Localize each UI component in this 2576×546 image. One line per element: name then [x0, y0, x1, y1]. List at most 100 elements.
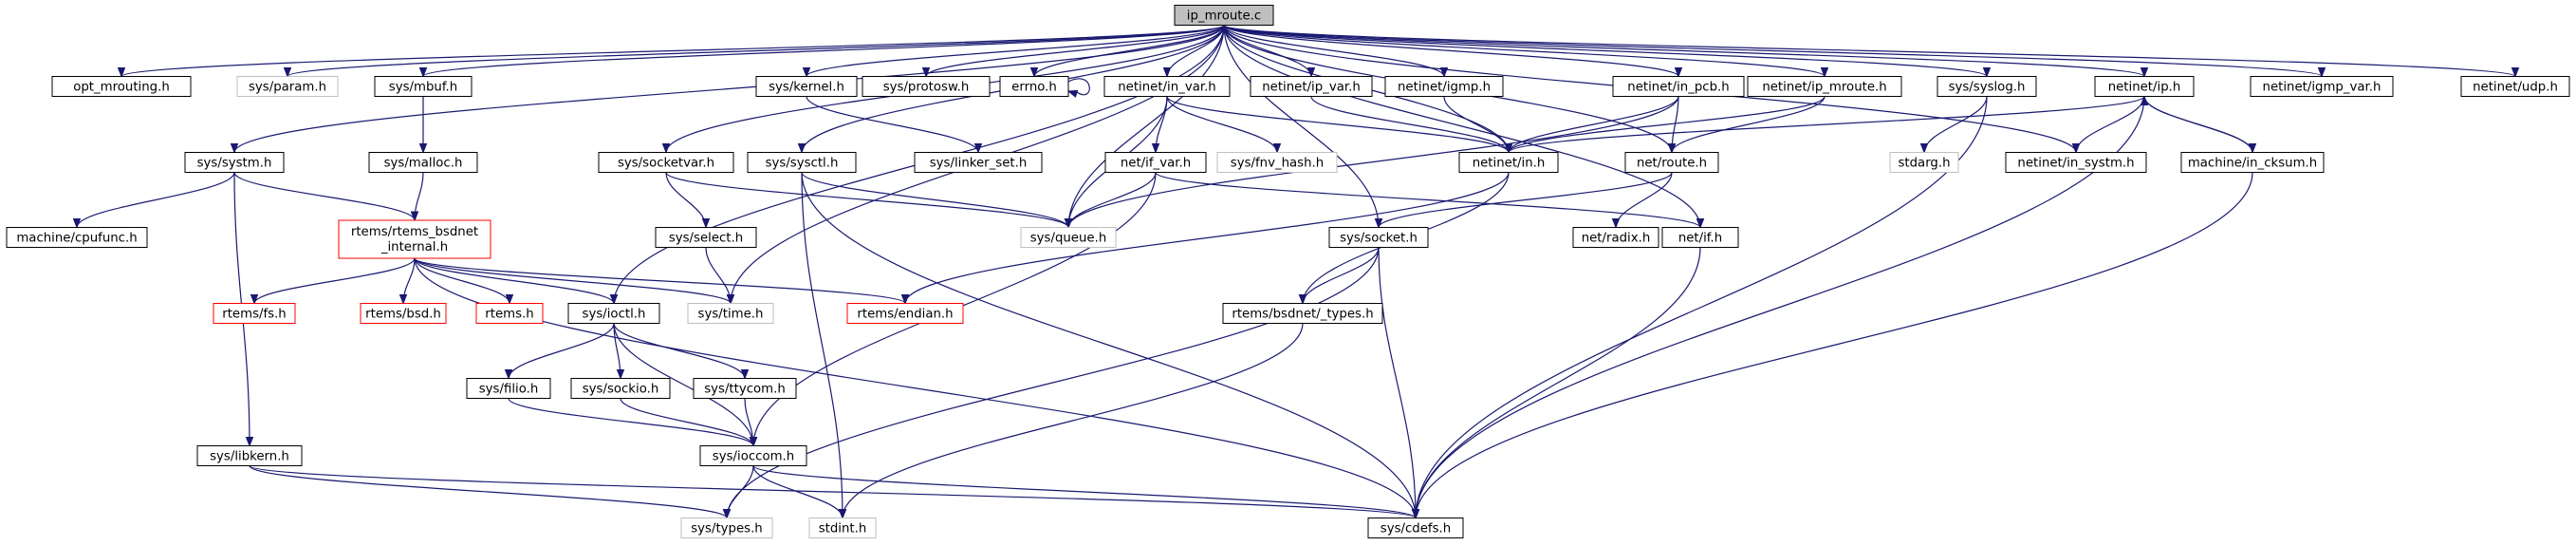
edge-sys_sysctl_h-to-stdint_h — [801, 172, 847, 519]
node-sys-socketvar-h[interactable]: sys/socketvar.h — [598, 152, 734, 173]
edge-rtems_bsdnet_internal_h-to-rtems_fs_h — [250, 257, 416, 305]
edge-netinet_ip_h-to-netinet_in_h — [1504, 95, 2145, 154]
node-sys-libkern-h[interactable]: sys/libkern.h — [196, 445, 303, 466]
edge-netinet_in_var_h-to-net_if_var_h — [1151, 96, 1168, 154]
node-sys-filio-h[interactable]: sys/filio.h — [466, 378, 551, 399]
edge-ip_mroute_c-to-netinet_in_var_h — [1162, 25, 1225, 78]
node-label: rtems/fs.h — [222, 308, 286, 322]
edge-rtems_bsdnet_internal_h-to-sys_cdefs_h — [414, 257, 1420, 519]
node-label: stdarg.h — [1898, 157, 1950, 171]
node-label: sys/socket.h — [1340, 232, 1418, 246]
node-sys-ttycom-h[interactable]: sys/ttycom.h — [693, 378, 797, 399]
node-net-radix-h[interactable]: net/radix.h — [1572, 227, 1659, 248]
node-netinet-udp-h[interactable]: netinet/udp.h — [2460, 76, 2570, 97]
edge-ip_mroute_c-to-errno_h — [1029, 25, 1225, 78]
node-sys-ioctl-h[interactable]: sys/ioctl.h — [567, 303, 660, 324]
node-sys-linker-set-h[interactable]: sys/linker_set.h — [914, 152, 1043, 173]
node-label: sys/sockio.h — [583, 383, 659, 397]
node-label: rtems/endian.h — [857, 308, 953, 322]
node-net-route-h[interactable]: net/route.h — [1624, 152, 1719, 173]
node-sys-sockio-h[interactable]: sys/sockio.h — [570, 378, 671, 399]
edge-errno_h-to-errno_h — [1066, 78, 1090, 98]
edge-ip_mroute_c-to-sys_kernel_h — [802, 24, 1225, 78]
node-label: netinet/ip_var.h — [1262, 81, 1361, 95]
edges-layer — [72, 24, 2520, 519]
node-ip-mroute-c[interactable]: ip_mroute.c — [1174, 5, 1274, 26]
edge-ip_mroute_c-to-netinet_ip_var_h — [1223, 25, 1316, 78]
edge-ip_mroute_c-to-sys_mbuf_h — [418, 24, 1225, 78]
node-netinet-in-var-h[interactable]: netinet/in_var.h — [1103, 76, 1231, 97]
node-sys-protosw-h[interactable]: sys/protosw.h — [862, 76, 991, 97]
node-netinet-in-systm-h[interactable]: netinet/in_systm.h — [2005, 152, 2147, 173]
nodes-layer: ip_mroute.c opt_mrouting.h sys/param.h sys/… — [6, 5, 2570, 538]
node-netinet-ip-mroute-h[interactable]: netinet/ip_mroute.h — [1747, 76, 1902, 97]
node-netinet-igmp-h[interactable]: netinet/igmp.h — [1384, 76, 1504, 97]
node-sys-kernel-h[interactable]: sys/kernel.h — [755, 76, 858, 97]
node-sys-select-h[interactable]: sys/select.h — [655, 227, 757, 248]
edge-rtems_bsdnet_internal_h-to-sys_time_h — [414, 257, 735, 305]
node-label: net/route.h — [1637, 157, 1707, 171]
node-netinet-ip-h[interactable]: netinet/ip.h — [2094, 76, 2195, 97]
node-net-if-h[interactable]: net/if.h — [1661, 227, 1739, 248]
edge-machine_in_cksum_h-to-netinet_ip_h — [2140, 95, 2253, 153]
node-label: stdint.h — [819, 522, 867, 537]
node-sys-malloc-h[interactable]: sys/malloc.h — [368, 152, 478, 173]
node-label: sys/param.h — [249, 81, 326, 95]
edge-sys_socket_h-to-sys_cdefs_h — [1378, 247, 1420, 519]
edge-sys_socketvar_h-to-sys_select_h — [665, 172, 711, 229]
edge-net_route_h-to-net_radix_h — [1611, 172, 1673, 229]
node-sys-queue-h: sys/queue.h — [1020, 227, 1117, 248]
node-label: rtems.h — [485, 308, 533, 322]
node-label: sys/syslog.h — [1949, 81, 2026, 95]
node-label-line2: _internal.h — [380, 240, 448, 254]
node-machine-in-cksum-h[interactable]: machine/in_cksum.h — [2180, 152, 2325, 173]
node-label: net/if.h — [1678, 232, 1722, 246]
node-label: sys/ioccom.h — [713, 450, 794, 464]
node-sys-fnv-hash-h: sys/fnv_hash.h — [1216, 152, 1338, 173]
node-label: machine/in_cksum.h — [2188, 157, 2317, 171]
edge-netinet_ip_mroute_h-to-net_route_h — [1667, 96, 1825, 154]
edge-rtems_bsdnet_internal_h-to-rtems_endian_h — [414, 257, 910, 305]
edge-netinet_ip_mroute_h-to-netinet_in_h — [1504, 96, 1825, 154]
edge-ip_mroute_c-to-netinet_ip_mroute_h — [1223, 24, 1829, 78]
edge-rtems_bsdnet__types_h-to-stdint_h — [838, 323, 1304, 519]
node-label: sys/linker_set.h — [930, 157, 1028, 171]
edge-sys_mbuf_h-to-sys_malloc_h — [418, 96, 428, 154]
edge-sys_systm_h-to-machine_cpufunc_h — [72, 172, 235, 229]
node-label: netinet/igmp.h — [1398, 81, 1491, 95]
edge-sys_filio_h-to-sys_ioccom_h — [508, 398, 758, 447]
node-sys-mbuf-h[interactable]: sys/mbuf.h — [374, 76, 473, 97]
node-netinet-igmp-var-h[interactable]: netinet/igmp_var.h — [2250, 76, 2394, 97]
node-label: sys/ioctl.h — [583, 308, 646, 322]
node-label: netinet/in_pcb.h — [1627, 81, 1729, 95]
node-sys-systm-h[interactable]: sys/systm.h — [184, 152, 285, 173]
edge-sys_syslog_h-to-stdarg_h — [1919, 96, 1988, 154]
edge-netinet_ip_h-to-netinet_in_systm_h — [2071, 96, 2145, 154]
node-label: sys/mbuf.h — [389, 81, 457, 95]
node-label-line1: rtems/rtems_bsdnet — [351, 225, 478, 239]
node-errno-h[interactable]: errno.h — [999, 76, 1069, 97]
node-sys-syslog-h[interactable]: sys/syslog.h — [1937, 76, 2037, 97]
edge-sys_socket_h-to-rtems_bsdnet__types_h — [1298, 247, 1380, 305]
node-label: netinet/ip.h — [2108, 81, 2181, 95]
node-sys-types-h: sys/types.h — [680, 518, 773, 538]
edge-ip_mroute_c-to-sys_systm_h — [230, 25, 1225, 154]
node-machine-cpufunc-h[interactable]: machine/cpufunc.h — [6, 227, 148, 248]
node-netinet-in-h[interactable]: netinet/in.h — [1458, 152, 1559, 173]
edge-netinet_in_var_h-to-sys_fnv_hash_h — [1166, 96, 1282, 154]
node-rtems-bsdnet--types-h[interactable]: rtems/bsdnet/_types.h — [1222, 303, 1383, 324]
edge-ip_mroute_c-to-sys_param_h — [283, 24, 1225, 78]
node-opt-mrouting-h[interactable]: opt_mrouting.h — [51, 76, 192, 97]
node-sys-cdefs-h[interactable]: sys/cdefs.h — [1367, 518, 1464, 538]
node-sys-socket-h[interactable]: sys/socket.h — [1328, 227, 1429, 248]
node-rtems-endian-h: rtems/endian.h — [846, 303, 964, 324]
node-label: machine/cpufunc.h — [16, 232, 137, 246]
node-label: sys/filio.h — [479, 383, 539, 397]
edge-net_if_var_h-to-net_if_h — [1155, 171, 1705, 229]
node-sys-sysctl-h[interactable]: sys/sysctl.h — [747, 152, 857, 173]
node-net-if-var-h[interactable]: net/if_var.h — [1104, 152, 1207, 173]
node-netinet-ip-var-h[interactable]: netinet/ip_var.h — [1250, 76, 1373, 97]
edge-sys_socketvar_h-to-sys_queue_h — [665, 171, 1073, 229]
node-netinet-in-pcb-h[interactable]: netinet/in_pcb.h — [1612, 76, 1745, 97]
node-sys-ioccom-h[interactable]: sys/ioccom.h — [699, 445, 807, 466]
